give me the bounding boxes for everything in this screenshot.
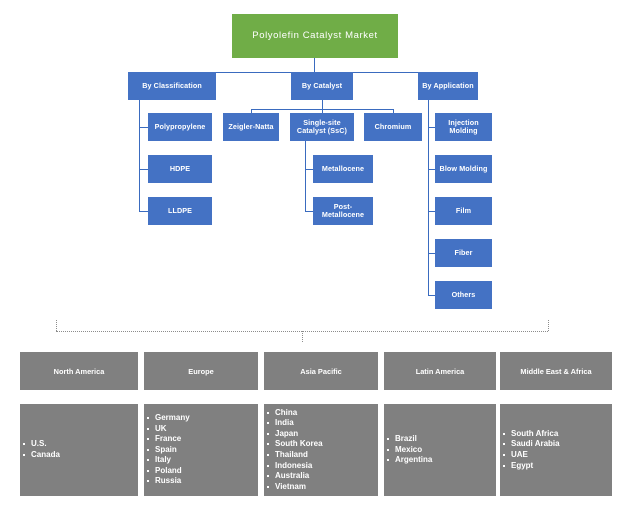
connector-classification-stub-2: [139, 169, 149, 170]
region-header-label: Middle East & Africa: [520, 366, 592, 376]
leaf-node-label: Zeigler-Natta: [228, 121, 274, 131]
leaf-node-fiber[interactable]: Fiber: [435, 239, 492, 267]
leaf-node-polypropylene[interactable]: Polypropylene: [148, 113, 212, 141]
region-header-latin-america[interactable]: Latin America: [384, 352, 496, 390]
list-item: South Korea: [267, 439, 323, 449]
region-countries-latin-america: Brazil Mexico Argentina: [384, 404, 496, 496]
leaf-node-chromium[interactable]: Chromium: [364, 113, 422, 141]
region-header-label: Latin America: [415, 366, 465, 376]
connector-application-stub-3: [428, 211, 436, 212]
country-list: Brazil Mexico Argentina: [384, 434, 432, 466]
leaf-node-blow-molding[interactable]: Blow Molding: [435, 155, 492, 183]
list-item: Japan: [267, 429, 323, 440]
connector-ssc-stub-2: [305, 211, 314, 212]
country-list: South Africa Saudi Arabia UAE Egypt: [500, 429, 560, 471]
leaf-node-hdpe[interactable]: HDPE: [148, 155, 212, 183]
list-item: Indonesia: [267, 461, 323, 472]
region-countries-europe: Germany UK France Spain Italy Poland Rus…: [144, 404, 258, 496]
leaf-node-zeigler-natta[interactable]: Zeigler-Natta: [223, 113, 279, 141]
country-list: Germany UK France Spain Italy Poland Rus…: [144, 413, 190, 487]
connector-application-stub-5: [428, 295, 436, 296]
leaf-node-label: Fiber: [454, 247, 473, 257]
region-bracket-right-tick: [548, 320, 549, 331]
region-countries-north-america: U.S. Canada: [20, 404, 138, 496]
list-item: France: [147, 434, 190, 445]
list-item: Italy: [147, 455, 190, 466]
leaf-node-label: Blow Molding: [439, 163, 488, 173]
country-list: U.S. Canada: [20, 439, 60, 460]
region-countries-asia-pacific: China India Japan South Korea Thailand I…: [264, 404, 378, 496]
list-item: India: [267, 418, 323, 429]
leaf-node-label: Injection Molding: [448, 117, 479, 135]
branch-node-by-classification[interactable]: By Classification: [128, 72, 216, 100]
list-item: Vietnam: [267, 482, 323, 493]
branch-node-label: By Classification: [142, 80, 202, 90]
branch-node-by-catalyst[interactable]: By Catalyst: [291, 72, 353, 100]
connector-drop-chromium: [393, 109, 394, 113]
connector-application-stub-2: [428, 169, 436, 170]
connector-application-stub-4: [428, 253, 436, 254]
leaf-node-label: Others: [451, 289, 476, 299]
list-item: Spain: [147, 445, 190, 456]
leaf-node-label: Polypropylene: [154, 121, 206, 131]
branch-node-label: By Application: [422, 80, 474, 90]
connector-drop-zeigler: [251, 109, 252, 113]
leaf-node-post-metallocene[interactable]: Post-Metallocene: [313, 197, 373, 225]
connector-classification-stub-3: [139, 211, 149, 212]
leaf-node-label: LLDPE: [167, 205, 193, 215]
list-item: Egypt: [503, 461, 560, 472]
list-item: Russia: [147, 476, 190, 487]
list-item: Australia: [267, 471, 323, 482]
leaf-node-label: Metallocene: [321, 163, 365, 173]
list-item: Germany: [147, 413, 190, 423]
region-header-north-america[interactable]: North America: [20, 352, 138, 390]
root-node-polyolefin-catalyst-market[interactable]: Polyolefin Catalyst Market: [232, 14, 398, 58]
connector-ssc-stub-1: [305, 169, 314, 170]
list-item: Thailand: [267, 450, 323, 461]
region-bracket-left-tick: [56, 320, 57, 331]
list-item: Poland: [147, 466, 190, 477]
branch-node-by-application[interactable]: By Application: [418, 72, 478, 100]
list-item: Mexico: [386, 445, 432, 456]
leaf-node-metallocene[interactable]: Metallocene: [313, 155, 373, 183]
leaf-node-single-site-catalyst[interactable]: Single-site Catalyst (SsC): [290, 113, 354, 141]
region-header-label: Europe: [188, 366, 214, 376]
list-item: UK: [147, 424, 190, 435]
connector-catalyst-stem: [322, 100, 323, 109]
list-item: Saudi Arabia: [503, 439, 560, 449]
region-header-label: Asia Pacific: [300, 366, 342, 376]
leaf-node-label: Single-site Catalyst (SsC): [296, 117, 348, 135]
connector-ssc-spine: [305, 141, 306, 211]
region-header-europe[interactable]: Europe: [144, 352, 258, 390]
region-header-middle-east-africa[interactable]: Middle East & Africa: [500, 352, 612, 390]
connector-classification-spine: [139, 100, 140, 212]
list-item: UAE: [503, 450, 560, 461]
connector-classification-stub-1: [139, 127, 149, 128]
connector-drop-ssc: [322, 109, 323, 113]
leaf-node-label: Post-Metallocene: [321, 201, 365, 219]
region-countries-middle-east-africa: South Africa Saudi Arabia UAE Egypt: [500, 404, 612, 496]
leaf-node-lldpe[interactable]: LLDPE: [148, 197, 212, 225]
connector-application-stub-1: [428, 127, 436, 128]
region-bracket-center-tick: [302, 331, 303, 342]
branch-node-label: By Catalyst: [301, 80, 343, 90]
list-item: South Africa: [503, 428, 559, 438]
connector-application-spine: [428, 100, 429, 296]
list-item: Canada: [23, 450, 60, 459]
root-node-label: Polyolefin Catalyst Market: [252, 29, 378, 41]
region-header-label: North America: [53, 366, 105, 376]
leaf-node-others[interactable]: Others: [435, 281, 492, 309]
list-item: U.S.: [23, 439, 60, 450]
leaf-node-label: Film: [455, 205, 472, 215]
list-item: China: [267, 408, 323, 419]
leaf-node-injection-molding[interactable]: Injection Molding: [435, 113, 492, 141]
country-list: China India Japan South Korea Thailand I…: [264, 408, 323, 492]
list-item: Brazil: [386, 434, 432, 445]
list-item: Argentina: [386, 455, 433, 465]
leaf-node-label: Chromium: [374, 121, 412, 131]
region-header-asia-pacific[interactable]: Asia Pacific: [264, 352, 378, 390]
leaf-node-label: HDPE: [169, 163, 191, 173]
connector-root-stem: [314, 58, 315, 72]
leaf-node-film[interactable]: Film: [435, 197, 492, 225]
